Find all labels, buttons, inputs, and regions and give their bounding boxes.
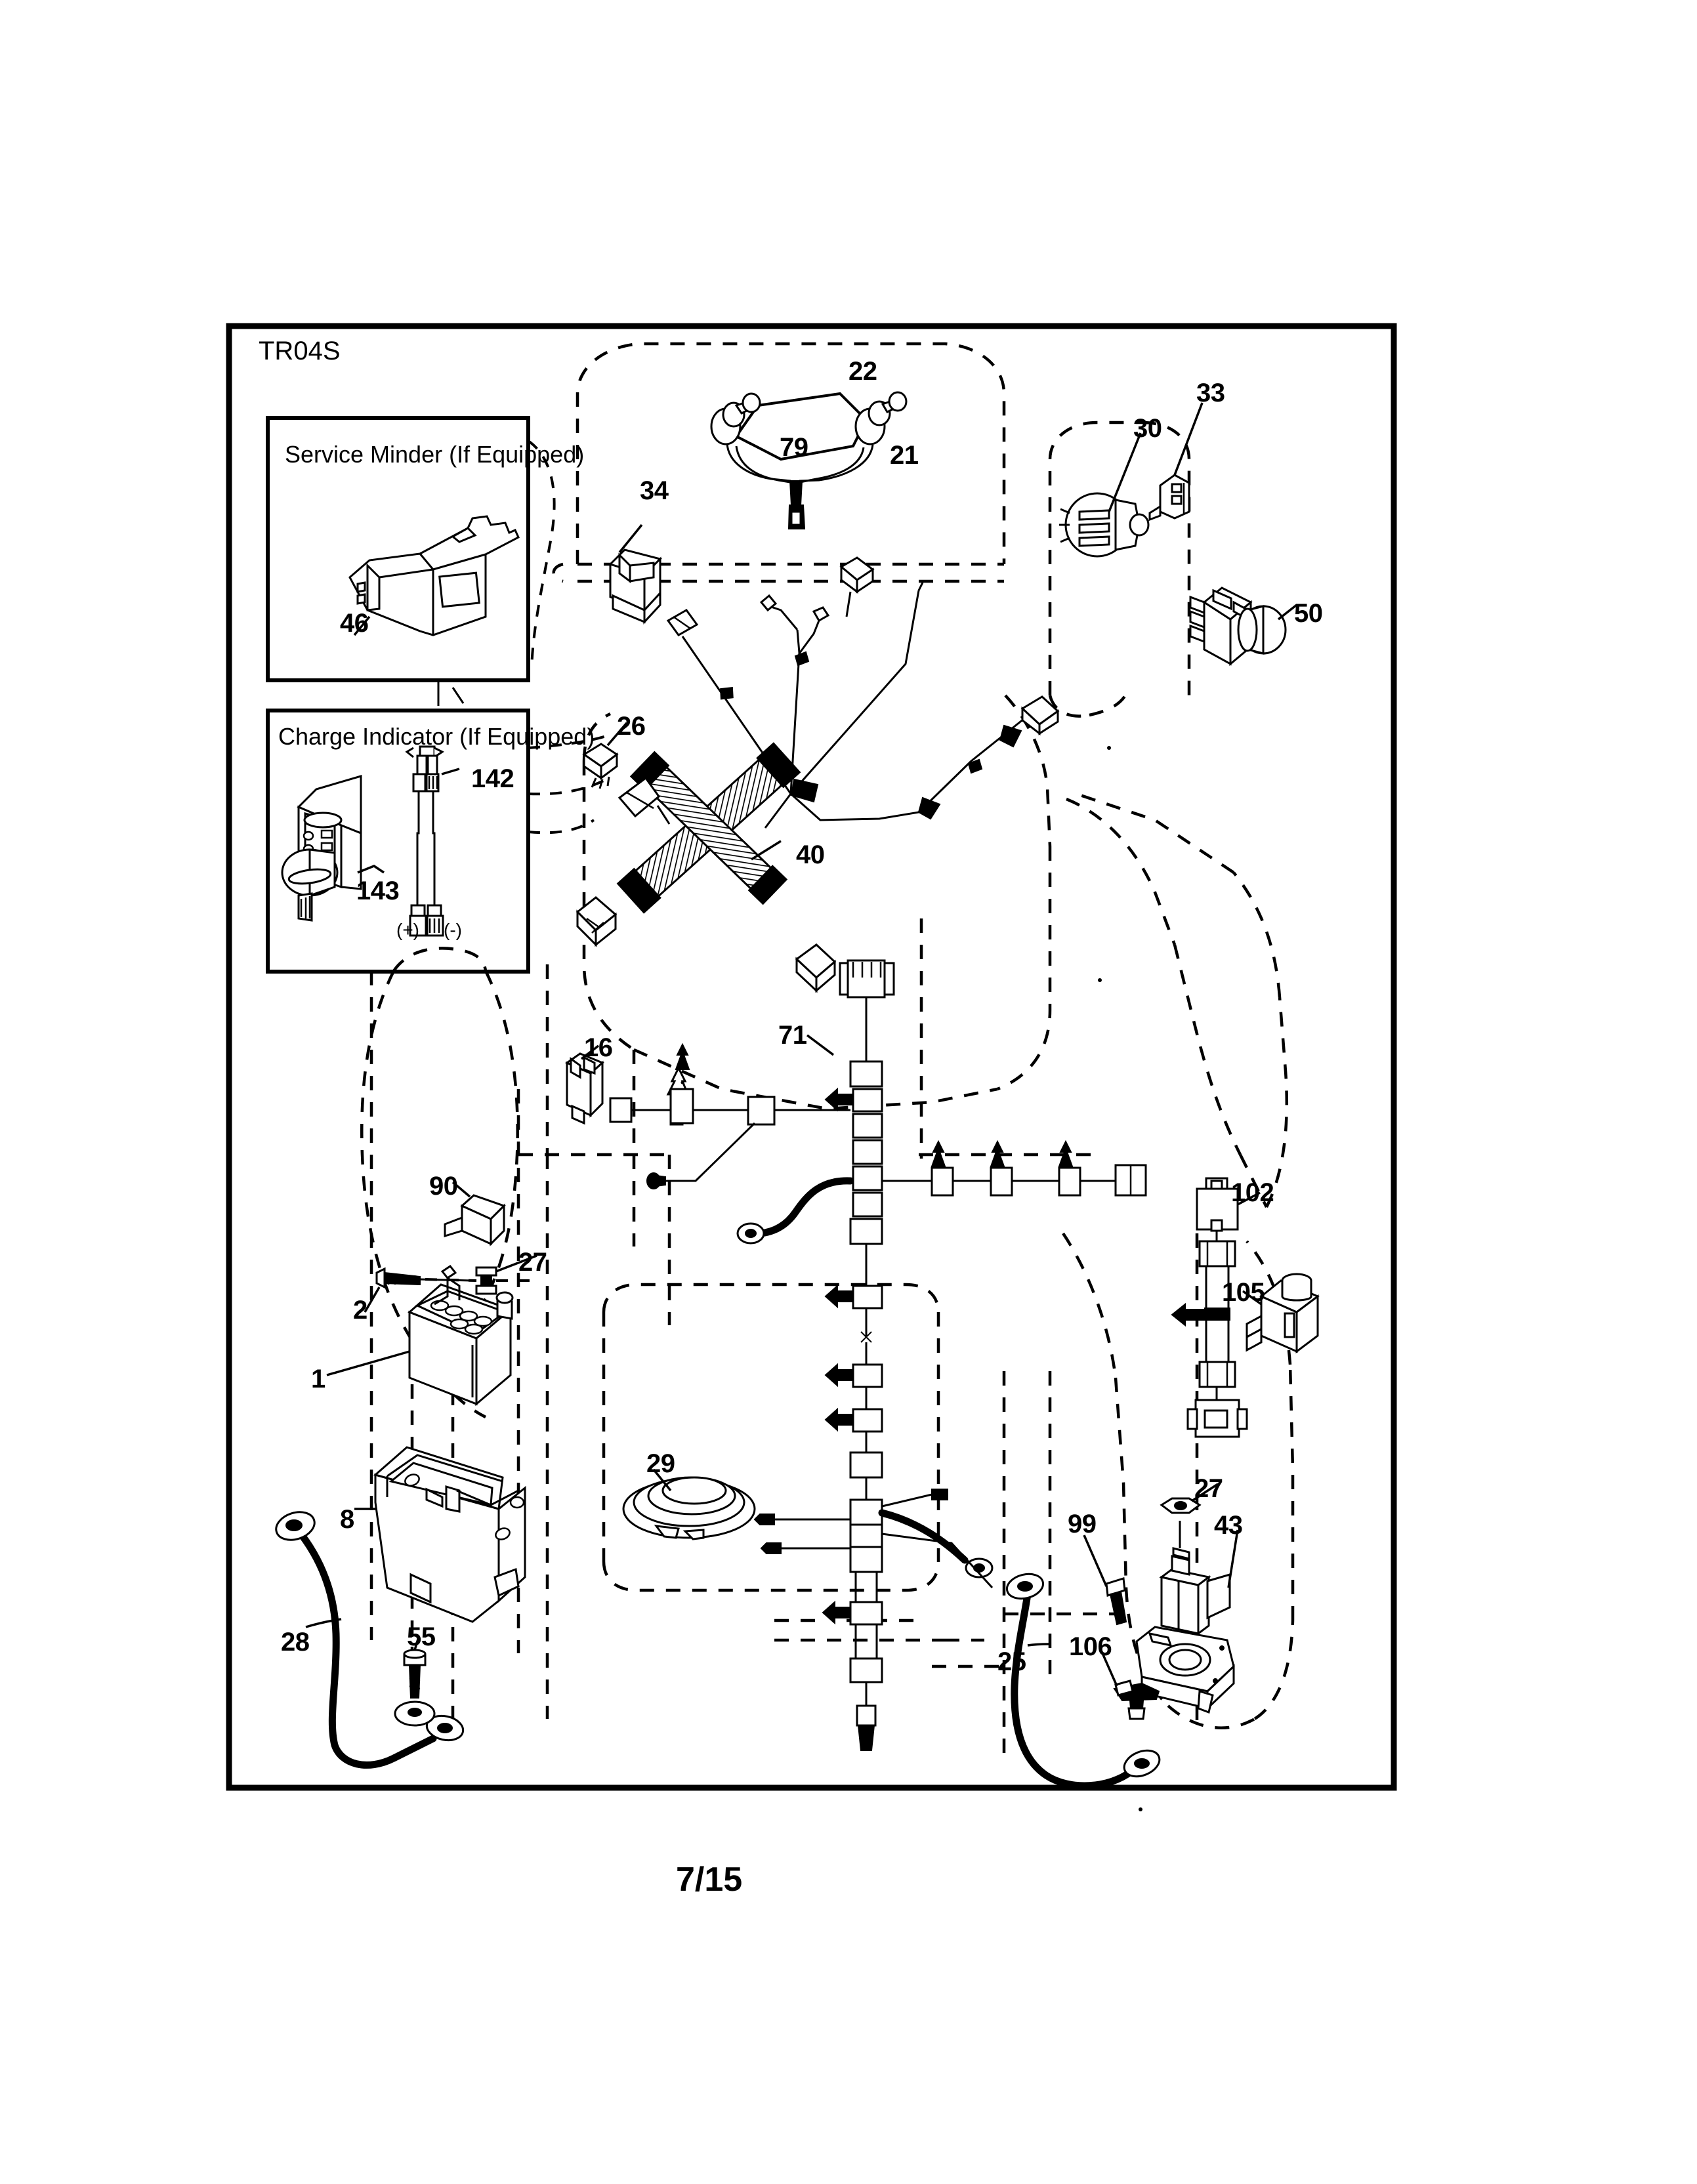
callout-2: 2 xyxy=(353,1296,367,1325)
polarity-negative-label: (-) xyxy=(444,920,462,940)
boot-29 xyxy=(622,1468,756,1540)
callout-8: 8 xyxy=(340,1505,354,1534)
wiring-harness-40 xyxy=(576,742,837,993)
callout-43: 43 xyxy=(1214,1511,1243,1540)
polarity-positive-label: (+) xyxy=(396,920,419,940)
connector-90 xyxy=(444,1181,506,1247)
callout-143: 143 xyxy=(356,876,400,905)
harness-clip-26 xyxy=(582,722,628,789)
callout-27-battery: 27 xyxy=(518,1248,547,1277)
page-number: 7/15 xyxy=(676,1861,743,1899)
callout-22: 22 xyxy=(848,357,877,386)
charge-indicator-module xyxy=(281,774,385,922)
fuse-holder-16 xyxy=(564,1044,604,1125)
callout-1: 1 xyxy=(311,1365,325,1393)
switch-50 xyxy=(1189,587,1298,667)
callout-99: 99 xyxy=(1068,1510,1097,1538)
callout-106: 106 xyxy=(1069,1632,1112,1661)
callout-105: 105 xyxy=(1222,1278,1265,1307)
relay-105 xyxy=(1242,1273,1320,1353)
callout-71: 71 xyxy=(778,1021,807,1050)
charge-indicator-inset-title: Charge Indicator (If Equipped) xyxy=(278,723,595,750)
headlight-harness xyxy=(710,391,908,529)
battery-cable-28 xyxy=(275,1511,465,1769)
callout-33: 33 xyxy=(1196,379,1225,407)
wire-harness-71 xyxy=(609,959,1147,1751)
callout-27-solenoid: 27 xyxy=(1194,1474,1223,1503)
callout-30: 30 xyxy=(1133,414,1162,443)
callout-102: 102 xyxy=(1231,1178,1274,1207)
harness-clip-a xyxy=(839,556,875,617)
callout-34: 34 xyxy=(640,476,669,505)
connector-102 xyxy=(1171,1177,1261,1438)
callout-16: 16 xyxy=(584,1033,613,1062)
callout-40: 40 xyxy=(796,840,825,869)
callout-28: 28 xyxy=(281,1628,310,1657)
callout-21: 21 xyxy=(890,441,919,470)
callout-79: 79 xyxy=(780,433,808,462)
callout-90: 90 xyxy=(429,1172,458,1201)
ignition-key-33 xyxy=(1148,402,1204,522)
harness-branch-wires xyxy=(666,582,1060,829)
callout-50: 50 xyxy=(1294,599,1323,628)
callout-25: 25 xyxy=(997,1647,1026,1676)
ignition-switch-30 xyxy=(1059,432,1150,558)
service-minder-module xyxy=(348,515,520,636)
rocker-switch-34 xyxy=(608,524,662,625)
charge-indicator-pigtail xyxy=(405,745,460,937)
callout-46: 46 xyxy=(340,609,369,638)
model-code-label: TR04S xyxy=(259,337,341,365)
battery-tray-8 xyxy=(354,1446,526,1623)
callout-26: 26 xyxy=(617,712,646,741)
callout-142: 142 xyxy=(471,764,514,793)
service-minder-inset-title: Service Minder (If Equipped) xyxy=(285,441,585,468)
callout-55: 55 xyxy=(407,1622,436,1651)
screw-55 xyxy=(394,1636,436,1727)
callout-29: 29 xyxy=(646,1449,675,1478)
starter-solenoid-assembly xyxy=(1005,1483,1239,1790)
battery-assembly xyxy=(326,1254,538,1407)
